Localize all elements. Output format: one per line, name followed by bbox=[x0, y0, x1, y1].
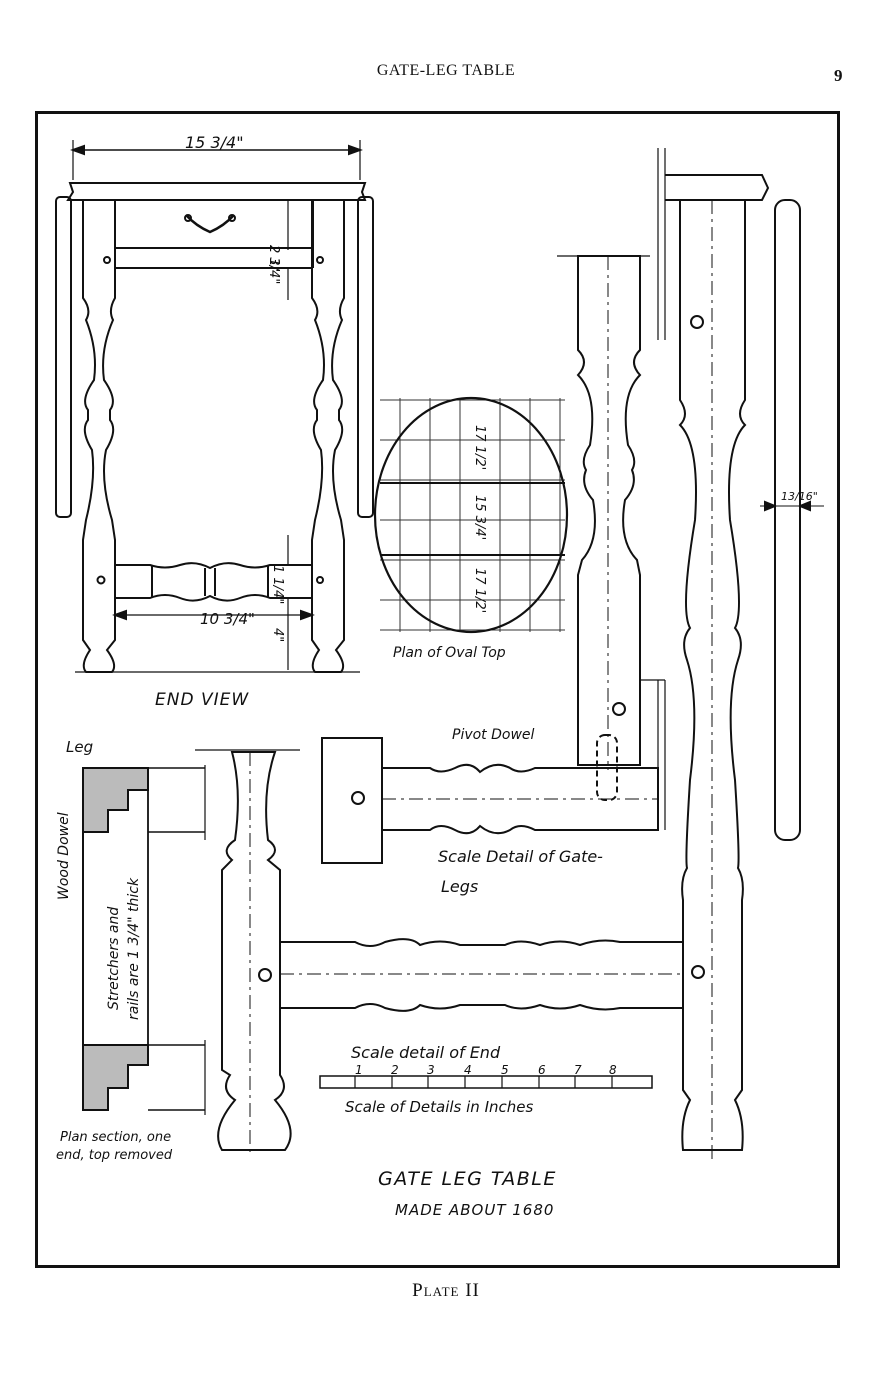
dim-rail-depth: 2 3/4" bbox=[266, 245, 281, 284]
dim-stretcher-span: 10 3/4" bbox=[200, 610, 255, 628]
pivot-dowel-label: Pivot Dowel bbox=[452, 727, 535, 743]
scale-inches-label: Scale of Details in Inches bbox=[345, 1098, 533, 1116]
scale-detail-end-label: Scale detail of End bbox=[351, 1043, 501, 1062]
page-number: 9 bbox=[834, 66, 843, 85]
drawing-labels: 15 3/4" 2 3/4" 1" 1 1/4" 10 3/4" 4" END … bbox=[56, 133, 818, 1219]
scale-tick-4: 4 bbox=[464, 1063, 472, 1077]
plate-caption: Plate II bbox=[412, 1280, 480, 1301]
plate-frame bbox=[35, 111, 840, 1268]
scale-tick-6: 6 bbox=[538, 1063, 546, 1077]
dim-top-half-center: 15 3/4' bbox=[472, 495, 487, 540]
plan-section-drawing bbox=[82, 765, 206, 1115]
end-view-drawing bbox=[55, 140, 374, 673]
scale-gate-legs-label-2: Legs bbox=[441, 877, 478, 896]
oval-top-plan bbox=[373, 396, 569, 634]
scale-tick-2: 2 bbox=[391, 1063, 399, 1077]
dim-top-half-a: 17 1/2' bbox=[472, 425, 487, 470]
scale-tick-3: 3 bbox=[427, 1063, 435, 1077]
side-leg-drawing bbox=[657, 148, 824, 1160]
gate-leg-detail bbox=[321, 255, 666, 864]
scale-tick-5: 5 bbox=[501, 1063, 509, 1077]
leg-label: Leg bbox=[66, 738, 93, 756]
stretchers-note-1: Stretchers and bbox=[106, 907, 122, 1010]
end-view-label: END VIEW bbox=[155, 690, 249, 710]
plan-oval-top-label: Plan of Oval Top bbox=[393, 645, 506, 661]
dim-top-width: 15 3/4" bbox=[185, 133, 244, 152]
dim-rail-gap: 1" bbox=[266, 258, 281, 272]
dim-leaf-thickness: 13/16" bbox=[781, 490, 818, 503]
stretchers-note-2: rails are 1 3/4" thick bbox=[126, 877, 142, 1020]
plan-section-label-1: Plan section, one bbox=[60, 1130, 171, 1145]
scale-tick-1: 1 bbox=[355, 1063, 363, 1077]
end-detail-drawing bbox=[195, 749, 705, 1155]
scale-bar bbox=[319, 1075, 653, 1089]
scale-tick-8: 8 bbox=[609, 1063, 617, 1077]
wood-dowel-label: Wood Dowel bbox=[56, 812, 72, 900]
plate-subtitle: MADE ABOUT 1680 bbox=[395, 1201, 554, 1219]
scale-tick-7: 7 bbox=[574, 1063, 582, 1077]
dim-stretcher-height: 1 1/4" bbox=[270, 565, 285, 604]
dim-floor-clearance: 4" bbox=[270, 628, 285, 642]
plan-section-label-2: end, top removed bbox=[56, 1148, 173, 1163]
dim-top-half-b: 17 1/2' bbox=[472, 568, 487, 613]
scale-gate-legs-label-1: Scale Detail of Gate- bbox=[438, 847, 603, 866]
plate-title: GATE LEG TABLE bbox=[378, 1168, 557, 1190]
running-head: GATE-LEG TABLE bbox=[376, 62, 516, 79]
